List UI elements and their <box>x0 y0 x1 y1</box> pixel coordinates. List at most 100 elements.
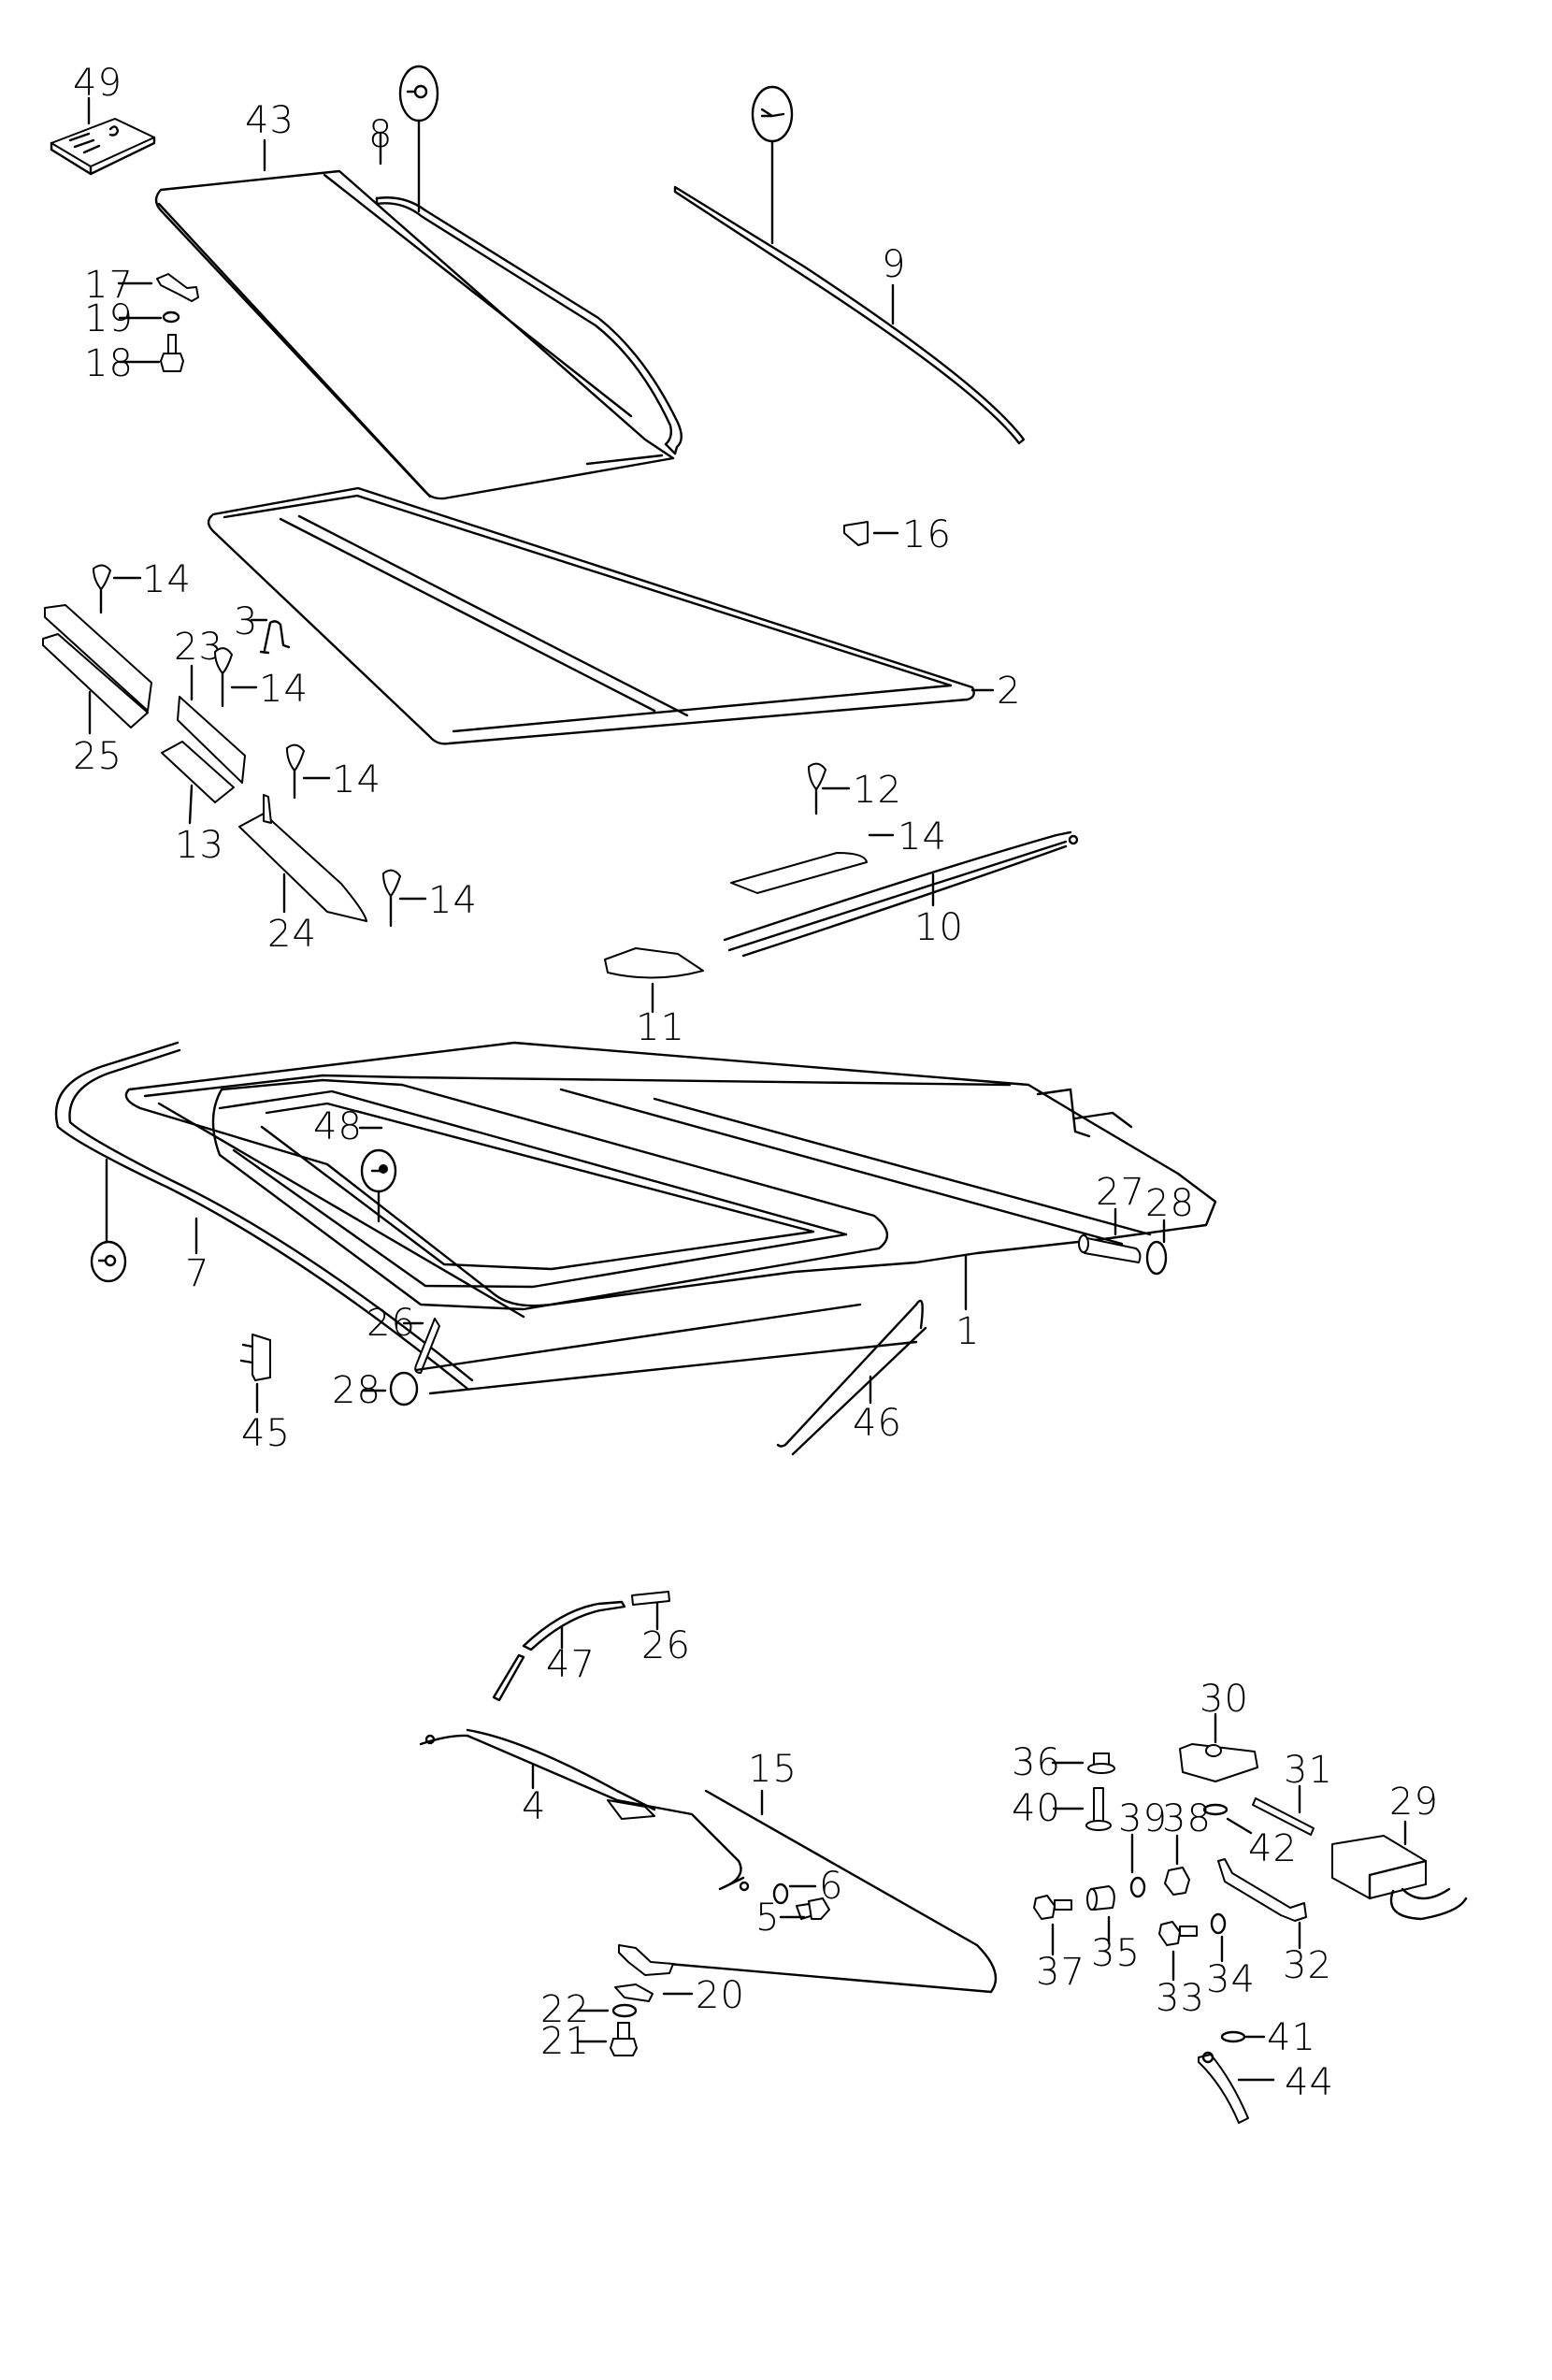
adhesive-strip-symbol-icon <box>751 85 794 143</box>
callout-44: 44 <box>1285 2061 1334 2104</box>
callout-19: 19 <box>84 297 134 340</box>
part-36-plug <box>1087 1753 1115 1774</box>
part-40-bolt <box>1085 1787 1112 1831</box>
part-39-washer <box>1129 1876 1146 1898</box>
callout-21: 21 <box>540 2020 590 2063</box>
part-4-drive-cable <box>419 1728 750 1892</box>
part-34-washer <box>1210 1912 1227 1935</box>
filled-seal-symbol-icon <box>360 1148 397 1193</box>
ring-seal-symbol-icon <box>90 1240 127 1283</box>
callout-10: 10 <box>914 906 964 949</box>
screw-icon <box>808 762 826 815</box>
part-17-bracket-clip <box>156 273 199 302</box>
callout-15: 15 <box>748 1748 798 1791</box>
part-15-cable-guide <box>667 1789 998 1994</box>
part-7-drain-seal <box>54 1041 474 1391</box>
callout-4: 4 <box>522 1785 546 1828</box>
callout-40: 40 <box>1012 1787 1061 1830</box>
screw-icon <box>382 869 401 928</box>
callout-48: 48 <box>313 1105 363 1148</box>
callout-3: 3 <box>234 600 258 643</box>
part-42-washer <box>1202 1803 1229 1816</box>
part-22-washer <box>611 2003 638 2018</box>
part-26-drain-tube-connector <box>631 1591 670 1606</box>
part-18-hex-bolt <box>160 334 184 372</box>
callout-34: 34 <box>1206 1958 1256 2001</box>
callout-35: 35 <box>1091 1932 1141 1975</box>
callout-47: 47 <box>546 1643 596 1686</box>
callout-23: 23 <box>174 626 223 669</box>
callout-22: 22 <box>540 1988 590 2031</box>
callout-32: 32 <box>1283 1944 1332 1987</box>
callout-1: 1 <box>956 1310 980 1353</box>
screw-icon <box>286 743 305 800</box>
callout-30: 30 <box>1200 1678 1249 1721</box>
callout-11: 11 <box>636 1006 685 1049</box>
part-28-hose-clamp <box>1145 1240 1168 1276</box>
callout-14-a: 14 <box>142 558 192 601</box>
callout-37: 37 <box>1036 1951 1085 1994</box>
part-28-hose-clamp <box>389 1371 419 1406</box>
callout-26-a: 26 <box>366 1302 416 1345</box>
part-24-guide-rail-right <box>238 794 367 922</box>
part-31-pin <box>1252 1797 1315 1836</box>
callout-16: 16 <box>902 513 952 556</box>
part-41-washer <box>1220 2030 1246 2043</box>
part-13-guide-rail-center <box>161 741 235 803</box>
part-20-bracket <box>614 1944 674 2002</box>
part-8-seal-strip <box>375 196 683 455</box>
part-47-drain-hose <box>492 1600 626 1702</box>
callout-9: 9 <box>882 243 906 286</box>
callout-36: 36 <box>1012 1741 1061 1784</box>
callout-18: 18 <box>84 342 134 385</box>
callout-27: 27 <box>1096 1171 1145 1214</box>
part-29-motor-relay-unit <box>1331 1835 1468 1921</box>
callout-38: 38 <box>1162 1797 1212 1840</box>
part-25-guide-rail-left <box>42 604 152 728</box>
part-46-drain-hose <box>414 1299 927 1456</box>
part-45-plug-connector <box>239 1334 271 1381</box>
callout-25: 25 <box>73 735 122 778</box>
callout-14-d: 14 <box>428 879 478 922</box>
callout-49: 49 <box>73 62 122 105</box>
part-43-roof-panel <box>154 169 675 500</box>
part-5-bolt <box>796 1897 830 1920</box>
part-30-drive-unit <box>1179 1743 1258 1782</box>
callout-41: 41 <box>1267 2016 1316 2059</box>
callout-28-a: 28 <box>1145 1182 1195 1225</box>
callout-2: 2 <box>997 670 1021 713</box>
callout-7: 7 <box>185 1252 209 1295</box>
part-3-clip <box>259 620 291 655</box>
part-19-lock-washer <box>162 310 180 324</box>
screw-icon <box>93 564 111 614</box>
callout-45: 45 <box>241 1412 291 1455</box>
part-35-spacer <box>1086 1885 1115 1911</box>
part-33-bolt <box>1158 1921 1198 1946</box>
callout-17: 17 <box>84 264 134 307</box>
callout-28-b: 28 <box>332 1369 381 1412</box>
callout-12: 14 <box>898 815 947 858</box>
part-44-crank-handle <box>1198 2051 1249 2124</box>
screw-icon <box>214 647 233 708</box>
part-1-sunroof-housing <box>124 1041 1217 1319</box>
callout-33: 33 <box>1156 1977 1205 2020</box>
callout-20: 20 <box>696 1974 745 2017</box>
part-10-guide-rail-long <box>723 830 1079 958</box>
callout-31: 31 <box>1284 1749 1333 1792</box>
part-27-drain-tube-connector <box>1078 1234 1142 1263</box>
part-21-bolt <box>610 2022 638 2056</box>
part-2-roof-frame <box>207 486 975 745</box>
ring-seal-symbol-icon <box>398 65 439 123</box>
part-37-bolt <box>1033 1895 1072 1920</box>
part-6-washer <box>772 1882 789 1905</box>
part-9-outer-strip <box>673 185 1026 445</box>
callout-14-b: 14 <box>259 668 309 711</box>
callout-46: 46 <box>853 1402 902 1445</box>
callout-43: 43 <box>245 99 295 142</box>
part-48-roof-opening-frame <box>211 1078 888 1311</box>
callout-26-b: 26 <box>641 1624 691 1667</box>
callout-13: 13 <box>175 824 224 867</box>
part-26-drain-tube-connector <box>414 1318 440 1374</box>
